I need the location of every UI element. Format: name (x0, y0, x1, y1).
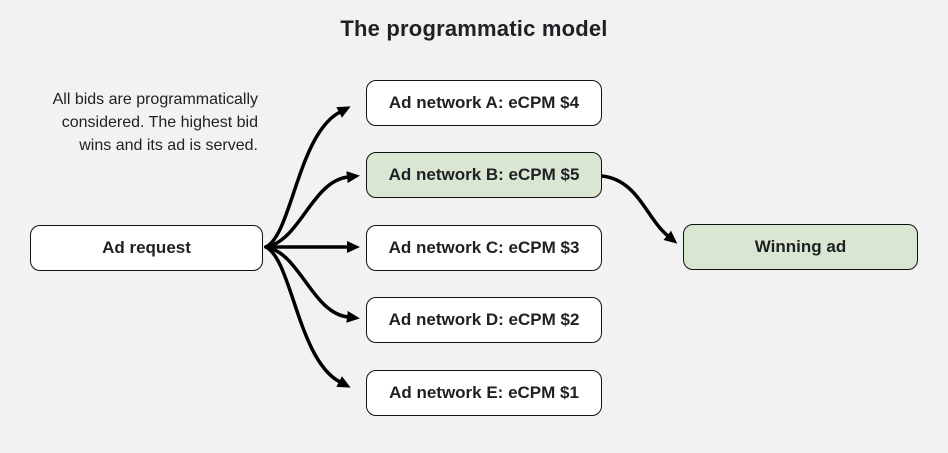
ad-network-e-box: Ad network E: eCPM $1 (366, 370, 602, 416)
winning-ad-box: Winning ad (683, 224, 918, 270)
ad-network-c-label: Ad network C: eCPM $3 (388, 238, 580, 257)
arrow-request-to-network-b (264, 171, 360, 249)
description-line: considered. The highest bid (61, 114, 258, 131)
winning-ad-label: Winning ad (754, 237, 847, 256)
arrow-request-to-network-e (264, 245, 351, 388)
ad-network-a-label: Ad network A: eCPM $4 (388, 93, 580, 112)
ad-network-d-box: Ad network D: eCPM $2 (366, 297, 602, 343)
description-line: wins and its ad is served. (79, 137, 258, 154)
ad-network-c-box: Ad network C: eCPM $3 (366, 225, 602, 271)
diagram-description: All bids are programmatically considered… (15, 88, 258, 157)
description-line: All bids are programmatically (52, 91, 258, 108)
ad-network-b-label: Ad network B: eCPM $5 (388, 165, 580, 184)
diagram-title: The programmatic model (340, 16, 608, 41)
arrow-network-b-to-winning-ad (600, 174, 678, 244)
ad-request-label: Ad request (102, 238, 191, 257)
ad-network-d-label: Ad network D: eCPM $2 (388, 310, 580, 329)
arrow-request-to-network-a (264, 106, 351, 249)
arrow-request-to-network-d (264, 245, 360, 323)
ad-network-b-box: Ad network B: eCPM $5 (366, 152, 602, 198)
ad-network-e-label: Ad network E: eCPM $1 (389, 383, 579, 402)
ad-network-a-box: Ad network A: eCPM $4 (366, 80, 602, 126)
ad-request-box: Ad request (30, 225, 263, 271)
